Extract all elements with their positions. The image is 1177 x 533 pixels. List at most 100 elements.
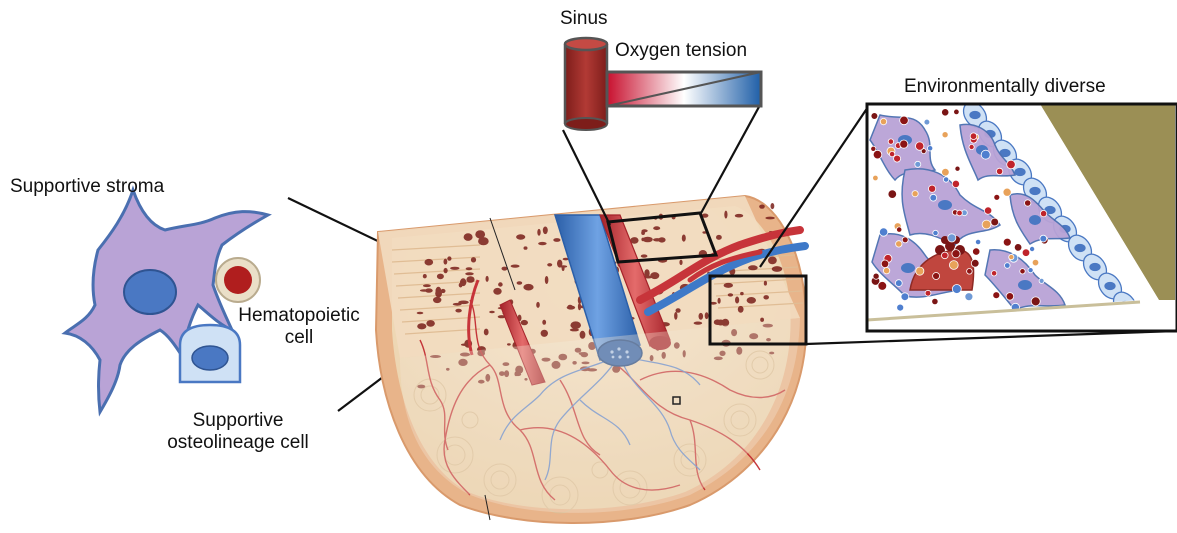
marrow-spot <box>724 211 727 219</box>
marrow-spot <box>437 274 444 280</box>
marrow-spot <box>417 323 426 329</box>
marrow-spot <box>641 231 645 235</box>
label-hematopoietic-line1: Hematopoietic <box>238 305 360 327</box>
marrow-spot <box>447 256 451 260</box>
marrow-spot <box>765 217 775 220</box>
blood-cell-dot <box>879 228 887 236</box>
marrow-spot <box>537 229 540 236</box>
blood-cell-dot <box>981 150 990 159</box>
marrow-spot <box>444 268 448 273</box>
marrow-spot <box>542 320 546 325</box>
blood-cell-dot <box>873 150 882 159</box>
marrow-spot <box>538 242 546 245</box>
blood-cell-dot <box>996 168 1002 174</box>
marrow-spot <box>740 292 744 295</box>
blood-cell-dot <box>900 116 909 125</box>
blood-cell-dot <box>948 234 956 242</box>
blood-cell-dot <box>883 268 889 274</box>
blood-cell-dot <box>943 177 948 182</box>
marrow-spot <box>735 214 743 218</box>
blood-cell-dot <box>955 166 960 171</box>
marrow-spot <box>716 235 722 240</box>
marrow-spot <box>545 276 549 284</box>
marrow-spot <box>479 238 483 241</box>
bone-section-icon <box>376 196 806 523</box>
marrow-spot <box>543 227 548 235</box>
niche-inset-icon <box>867 98 1177 332</box>
marrow-spot <box>460 278 466 286</box>
marrow-spot <box>486 276 489 282</box>
marrow-spot <box>674 312 677 320</box>
marrow-spot <box>578 303 581 310</box>
marrow-spot <box>547 263 552 266</box>
marrow-spot <box>748 265 758 270</box>
marrow-spot <box>484 329 489 336</box>
blood-cell-dot <box>991 218 999 226</box>
blood-cell-dot <box>952 285 961 294</box>
blood-cell-dot <box>1025 200 1031 206</box>
marrow-spot <box>507 343 511 345</box>
blood-cell-dot <box>873 273 879 279</box>
marrow-spot <box>524 246 528 249</box>
blood-cell-dot <box>975 239 980 244</box>
marrow-spot <box>682 235 686 242</box>
blood-cell-dot <box>1028 268 1033 273</box>
marrow-spot <box>455 309 461 313</box>
blood-cell-dot <box>897 227 902 232</box>
blood-cell-dot <box>1003 238 1011 246</box>
marrow-spot <box>735 297 739 304</box>
blood-cell-dot <box>954 109 960 115</box>
marrow-spot <box>433 297 441 303</box>
blood-cell-dot <box>929 185 936 192</box>
marrow-spot <box>475 230 485 238</box>
marrow-spot <box>705 312 709 319</box>
marrow-spot <box>436 287 442 295</box>
marrow-spot <box>570 328 579 331</box>
blood-cell-dot <box>1030 246 1035 251</box>
marrow-spot <box>511 265 520 268</box>
blood-cell-dot <box>1005 263 1011 269</box>
marrow-spot <box>724 283 733 288</box>
osteolineage-cell-icon <box>180 325 240 382</box>
blood-cell-dot <box>895 280 902 287</box>
blood-cell-dot <box>915 161 921 167</box>
blood-cell-dot <box>1031 297 1040 306</box>
marrow-spot <box>426 320 435 327</box>
marrow-spot <box>728 293 733 296</box>
marrow-spot <box>763 295 769 299</box>
lining-cell-nucleus <box>1090 264 1100 271</box>
marrow-spot <box>676 308 681 313</box>
marrow-spot <box>517 281 523 284</box>
marrow-spot <box>717 320 725 326</box>
marrow-spot <box>423 284 431 287</box>
label-oxygen-tension: Oxygen tension <box>615 40 747 62</box>
label-osteo-line1: Supportive <box>158 410 318 432</box>
blood-cell-dot <box>1006 293 1014 301</box>
marrow-spot <box>493 288 501 295</box>
blood-cell-dot <box>965 293 973 301</box>
marrow-spot <box>718 298 721 304</box>
blood-cell-dot <box>916 142 924 150</box>
blood-cell-dot <box>880 118 886 124</box>
marrow-spot <box>453 303 462 306</box>
blood-cell-dot <box>1040 210 1046 216</box>
marrow-spot <box>653 238 661 241</box>
blood-cell-dot <box>982 220 991 229</box>
blood-cell-dot <box>888 190 897 199</box>
marrow-spot <box>464 233 473 241</box>
blood-cell-dot <box>971 259 979 267</box>
marrow-spot <box>772 266 783 272</box>
blood-cell-dot <box>901 293 909 301</box>
blood-cell-dot <box>957 210 963 216</box>
marrow-spot <box>423 274 427 278</box>
blood-cell-dot <box>900 140 908 148</box>
label-environmentally-diverse: Environmentally diverse <box>904 76 1106 98</box>
label-osteo-line2: osteolineage cell <box>158 432 318 454</box>
blood-cell-dot <box>1032 259 1039 266</box>
marrow-spot <box>650 272 659 279</box>
blood-cell-dot <box>1014 244 1022 252</box>
marrow-spot <box>444 259 448 265</box>
marrow-spot <box>521 320 528 325</box>
blood-cell-dot <box>1022 249 1030 257</box>
